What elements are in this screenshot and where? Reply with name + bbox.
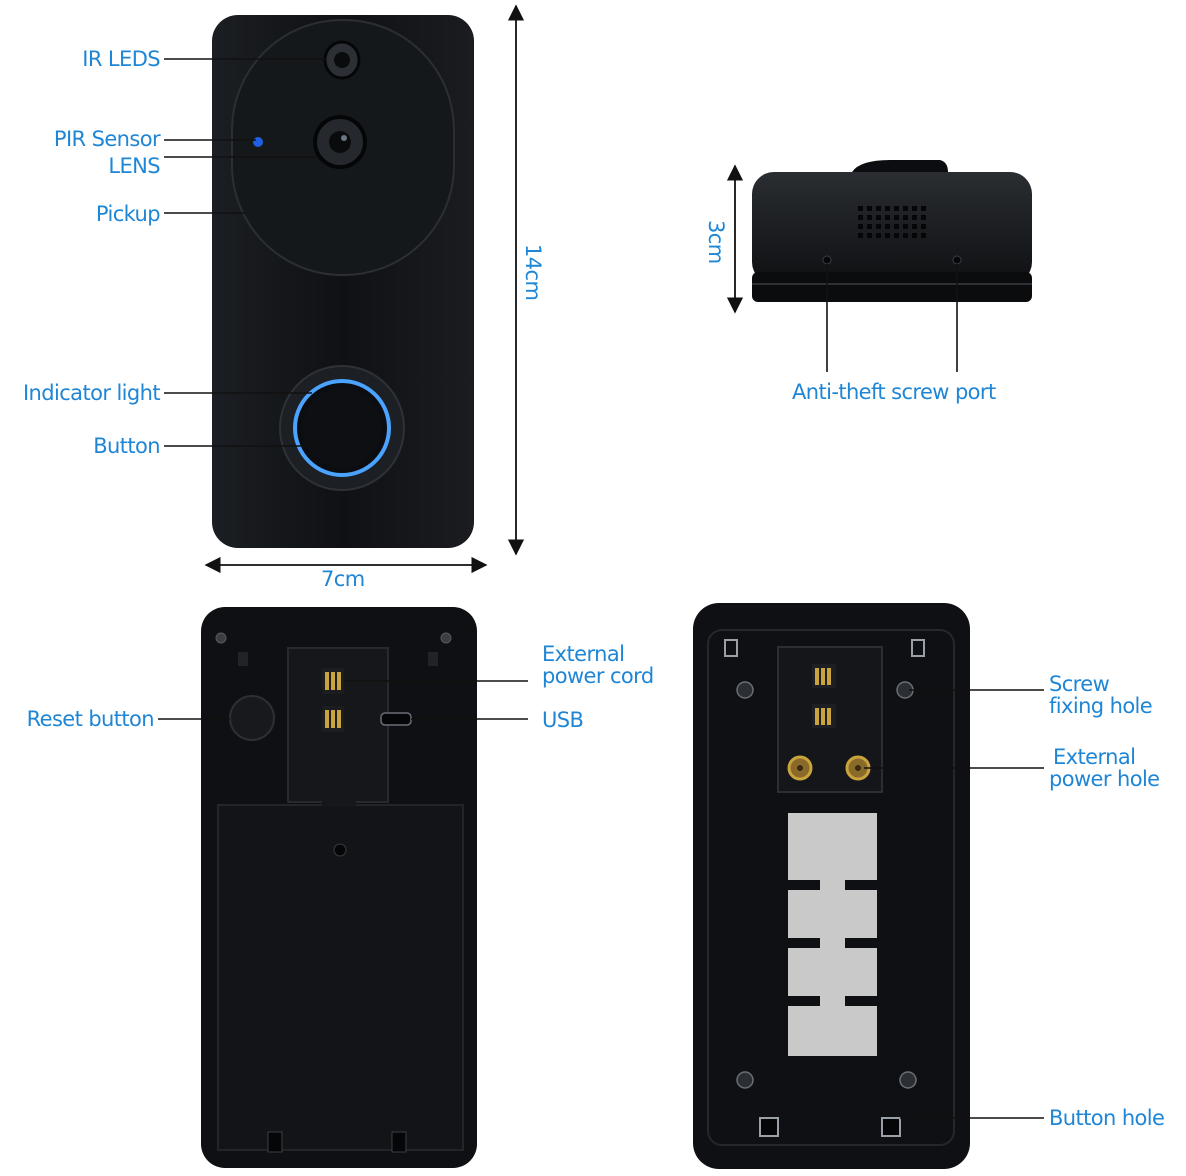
bracket-top-clips	[724, 639, 925, 657]
bracket-view	[693, 603, 1044, 1169]
label-external-power-hole-line2: power hole	[1049, 767, 1160, 791]
label-external-power-hole-line1: External	[1053, 745, 1136, 769]
label-lens: LENS	[108, 154, 160, 178]
side-view	[726, 160, 1032, 372]
label-pir-sensor: PIR Sensor	[53, 127, 161, 151]
speaker-grille	[858, 206, 926, 238]
label-screw-fixing-line2: fixing hole	[1049, 694, 1153, 718]
label-ir-leds: IR LEDS	[82, 47, 160, 71]
label-external-power-cord-line1: External	[542, 642, 625, 666]
label-screw-fixing-line1: Screw	[1049, 672, 1110, 696]
doorbell-side-body	[752, 172, 1032, 284]
reset-button	[229, 695, 275, 741]
label-button: Button	[93, 434, 160, 458]
label-usb: USB	[542, 708, 584, 732]
bracket-contacts-upper	[812, 664, 836, 688]
back-corner-screws	[215, 632, 452, 644]
label-pickup: Pickup	[95, 202, 161, 226]
bracket-contacts-lower	[812, 704, 836, 728]
label-reset-button: Reset button	[26, 707, 155, 731]
label-depth-dimension: 3cm	[704, 220, 728, 264]
anti-theft-screw-port-right	[952, 255, 962, 265]
screw-fixing-holes	[736, 681, 917, 1089]
label-indicator-light: Indicator light	[22, 381, 161, 405]
label-anti-theft-screw-port: Anti-theft screw port	[792, 380, 996, 404]
battery-contact-upper	[322, 668, 344, 694]
doorbell-button	[302, 388, 382, 468]
adhesive-pad	[788, 813, 877, 1056]
front-view	[164, 4, 525, 574]
label-width-dimension: 7cm	[321, 567, 365, 591]
battery-contact-lower	[322, 706, 344, 732]
label-external-power-cord-line2: power cord	[542, 664, 654, 688]
label-height-dimension: 14cm	[521, 244, 545, 301]
back-view	[158, 607, 528, 1168]
anti-theft-screw-port-left	[822, 255, 832, 265]
usb-port	[380, 712, 412, 726]
pir-sensor-dot	[253, 137, 263, 147]
button-holes	[759, 1117, 901, 1137]
label-button-hole: Button hole	[1049, 1106, 1165, 1130]
